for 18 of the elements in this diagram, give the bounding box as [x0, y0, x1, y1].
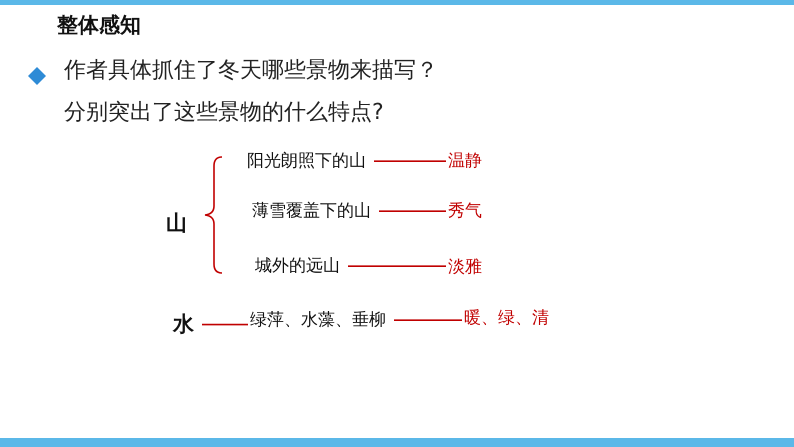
question-text: 作者具体抓住了冬天哪些景物来描写？	[64, 58, 438, 84]
question-text: 分别突出了这些景物的什么特点?	[64, 100, 384, 126]
slide-title: 整体感知	[57, 13, 141, 38]
category-label: 水	[173, 312, 194, 338]
scene-text: 城外的远山	[255, 256, 340, 276]
feature-text: 温静	[448, 151, 482, 172]
connector-line	[348, 265, 446, 267]
connector-line	[202, 324, 248, 326]
connector-line	[379, 210, 446, 212]
connector-line	[394, 319, 462, 321]
category-label: 山	[166, 211, 187, 236]
feature-text: 淡雅	[448, 257, 482, 278]
scene-text: 薄雪覆盖下的山	[252, 201, 371, 222]
connector-line	[374, 160, 446, 162]
feature-text: 秀气	[448, 201, 482, 222]
scene-text: 阳光朗照下的山	[247, 151, 366, 172]
feature-text: 暖、绿、清	[464, 308, 549, 328]
scene-text: 绿萍、水藻、垂柳	[250, 310, 386, 330]
